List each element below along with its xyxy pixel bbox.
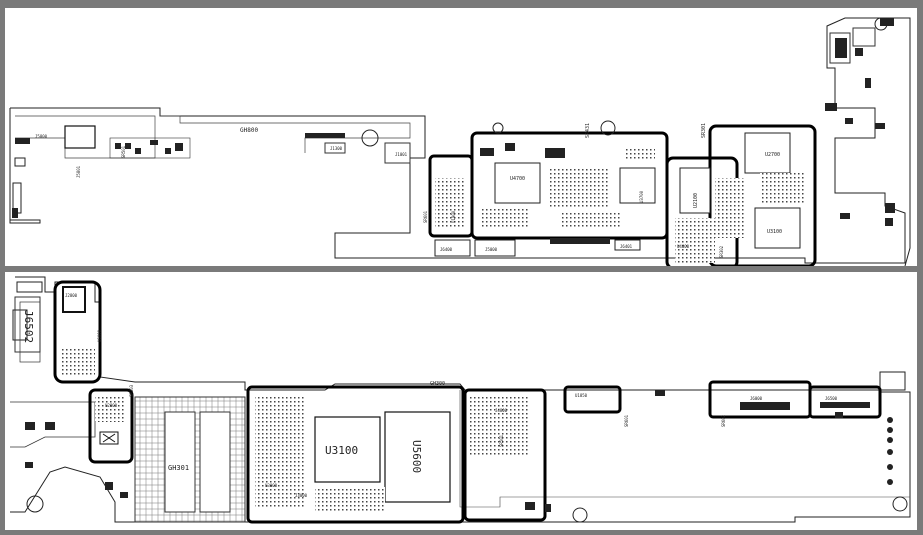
small-label-u1850: U1850 — [575, 393, 588, 398]
small-label-j5800: J5800 — [35, 134, 48, 139]
small-label-sr601: SR601 — [423, 210, 428, 223]
small-label-sr303: SR303 — [129, 384, 134, 397]
small-label-j1300: J1300 — [330, 146, 343, 151]
small-label-sr602: SR602 — [721, 414, 726, 427]
label-sr431: SR431 — [585, 123, 591, 138]
small-label-j4800: J4800 — [495, 408, 508, 413]
small-label-u3700: U3700 — [639, 190, 644, 203]
small-label-j2800: J2800 — [65, 293, 78, 298]
small-label-u2800: U2800 — [105, 403, 118, 408]
small-label-sr501: SR501 — [121, 145, 126, 158]
label-sr301: SR301 — [701, 123, 707, 138]
small-label-j5000: J5000 — [485, 247, 498, 252]
small-label-u4000: U4000 — [677, 244, 690, 249]
label-u3100: U3100 — [325, 444, 358, 457]
small-label-sr601: SR601 — [624, 414, 629, 427]
label-u4700: U4700 — [510, 176, 525, 182]
small-label-j6401: J6401 — [620, 244, 633, 249]
label-j6502: J6502 — [22, 310, 35, 343]
small-label-j5200: J5200 — [570, 240, 583, 245]
small-label-j5801: J5801 — [76, 165, 81, 178]
top-board-drawing: GH800 SR431 SR301 U4700 U2100 U2700 U310… — [9, 17, 911, 266]
bottom-board-drawing: J6502 GH301 GH300 U3100 U5600 SR303 SR60… — [10, 276, 911, 524]
label-u2700: U2700 — [765, 152, 780, 158]
label-u5600: U5600 — [410, 440, 423, 473]
label-u3100: U3100 — [767, 229, 782, 235]
small-label-sr501: SR501 — [499, 434, 504, 447]
top-board-panel: GH800 SR431 SR301 U4700 U2100 U2700 U310… — [5, 8, 917, 266]
small-label-u1900: U1900 — [451, 210, 456, 223]
small-label-j3000: J3000 — [295, 493, 308, 498]
bottom-board-panel: J6502 GH301 GH300 U3100 U5600 SR303 SR60… — [5, 272, 917, 530]
label-gh800: GH800 — [240, 127, 258, 134]
small-label-j6500: J6500 — [825, 396, 838, 401]
small-label-u3000: U3000 — [265, 483, 278, 488]
label-u2100: U2100 — [693, 193, 699, 208]
label-gh300: GH300 — [430, 381, 445, 387]
small-label-j1001: J1001 — [395, 152, 408, 157]
label-gh301: GH301 — [168, 464, 189, 472]
small-label-u6000: U6000 — [97, 329, 102, 342]
small-label-j6400: J6400 — [440, 247, 453, 252]
small-label-sr302: SR302 — [719, 245, 724, 258]
small-label-j6000: J6000 — [750, 396, 763, 401]
